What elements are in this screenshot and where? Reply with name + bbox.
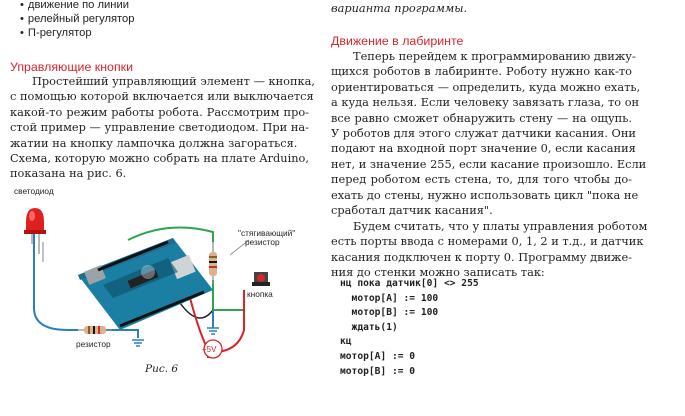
text-line: все равно сможет обнаружить стену — на о… — [331, 110, 632, 125]
code-line: мотор[B] := 100 — [340, 307, 439, 319]
paragraph-maze-1: Теперь перейдем к программированию движу… — [331, 49, 647, 218]
section-heading-maze: Движение в лабиринте — [331, 34, 464, 48]
ground-symbol — [207, 327, 219, 335]
code-line: нц пока датчик[0] <> 255 — [340, 278, 479, 289]
text-line: варианта программы. — [331, 1, 468, 15]
code-line: кц — [340, 336, 352, 348]
bullet-item: движение по линии — [20, 0, 134, 12]
figure-caption: Рис. 6 — [145, 363, 179, 375]
text-line: Будем считать, что у платы управления ро… — [353, 219, 648, 233]
label-voltage: +5V — [202, 345, 217, 354]
code-block: нц пока датчик[0] <> 255 мотор[A] := 100… — [340, 277, 479, 379]
label-led: светодиод — [14, 186, 54, 196]
text-line: щихся роботов в лабиринте. Роботу нужно … — [331, 64, 632, 79]
text-line: показана на рис. 6. — [10, 166, 127, 181]
voltage-source-icon — [203, 339, 223, 359]
label-button: кнопка — [247, 289, 273, 299]
text-line: У роботов для этого служат датчики касан… — [331, 126, 636, 141]
arduino-circuit-figure — [24, 208, 270, 359]
code-line: мотор[B] := 0 — [340, 365, 416, 377]
pulldown-resistor — [209, 242, 217, 284]
text-line: Простейший управляющий элемент — кнопка, — [32, 74, 316, 88]
text-line: подают на входной порт значение 0, если … — [331, 141, 636, 156]
label-resistor: резистор — [76, 339, 111, 349]
label-pulldown-line1: "стягивающий" — [238, 228, 296, 238]
paragraph-buttons: Простейший управляющий элемент — кнопка,… — [10, 74, 316, 182]
text-line: ехать до стены, нужно использовать цикл … — [331, 187, 639, 202]
text-line: а куда нельзя. Если человеку завязать гл… — [331, 95, 640, 110]
push-button — [252, 272, 270, 286]
text-line: перед роботом есть стена, то, для того ч… — [331, 172, 632, 187]
code-line: мотор[A] := 0 — [340, 350, 416, 362]
bullet-item: релейный регулятор — [20, 12, 135, 26]
series-resistor — [78, 326, 112, 334]
text-line: ния до стенки можно записать так: — [331, 265, 545, 280]
text-line: ориентироваться — определить, куда можно… — [331, 79, 641, 94]
label-pulldown-line2: резистор — [245, 237, 280, 247]
bullet-list: движение по линии релейный регулятор П-р… — [20, 0, 135, 40]
led-component — [24, 208, 46, 254]
text-line: есть порты ввода с номерами 0, 1, 2 и т.… — [331, 234, 644, 249]
text-line: жатии на кнопку лампочка должна загорать… — [10, 135, 298, 150]
text-line: Теперь перейдем к программированию движу… — [353, 49, 636, 63]
text-line: стой пример — управление светодиодом. Пр… — [10, 120, 309, 135]
top-line: варианта программы. — [331, 1, 631, 16]
bullet-item: П-регулятор — [20, 26, 134, 40]
code-line: ждать(1) — [340, 321, 398, 333]
arduino-board — [78, 238, 213, 330]
paragraph-maze-2: Будем считать, что у платы управления ро… — [331, 219, 648, 281]
text-line: касания подключен к порту 0. Программу д… — [331, 249, 632, 264]
section-heading-buttons: Управляющие кнопки — [10, 60, 133, 74]
text-line: какой-то режим работы робота. Рассмотрим… — [10, 104, 309, 119]
code-line: мотор[A] := 100 — [340, 292, 439, 304]
text-line: с помощью которой включается или выключа… — [10, 89, 314, 104]
text-line: Схема, которую можно собрать на плате Ar… — [10, 151, 309, 166]
text-line: нет, и значение 255, если касание произо… — [331, 156, 647, 171]
ground-symbol — [132, 339, 144, 347]
text-line: сработал датчик касания". — [331, 203, 493, 218]
